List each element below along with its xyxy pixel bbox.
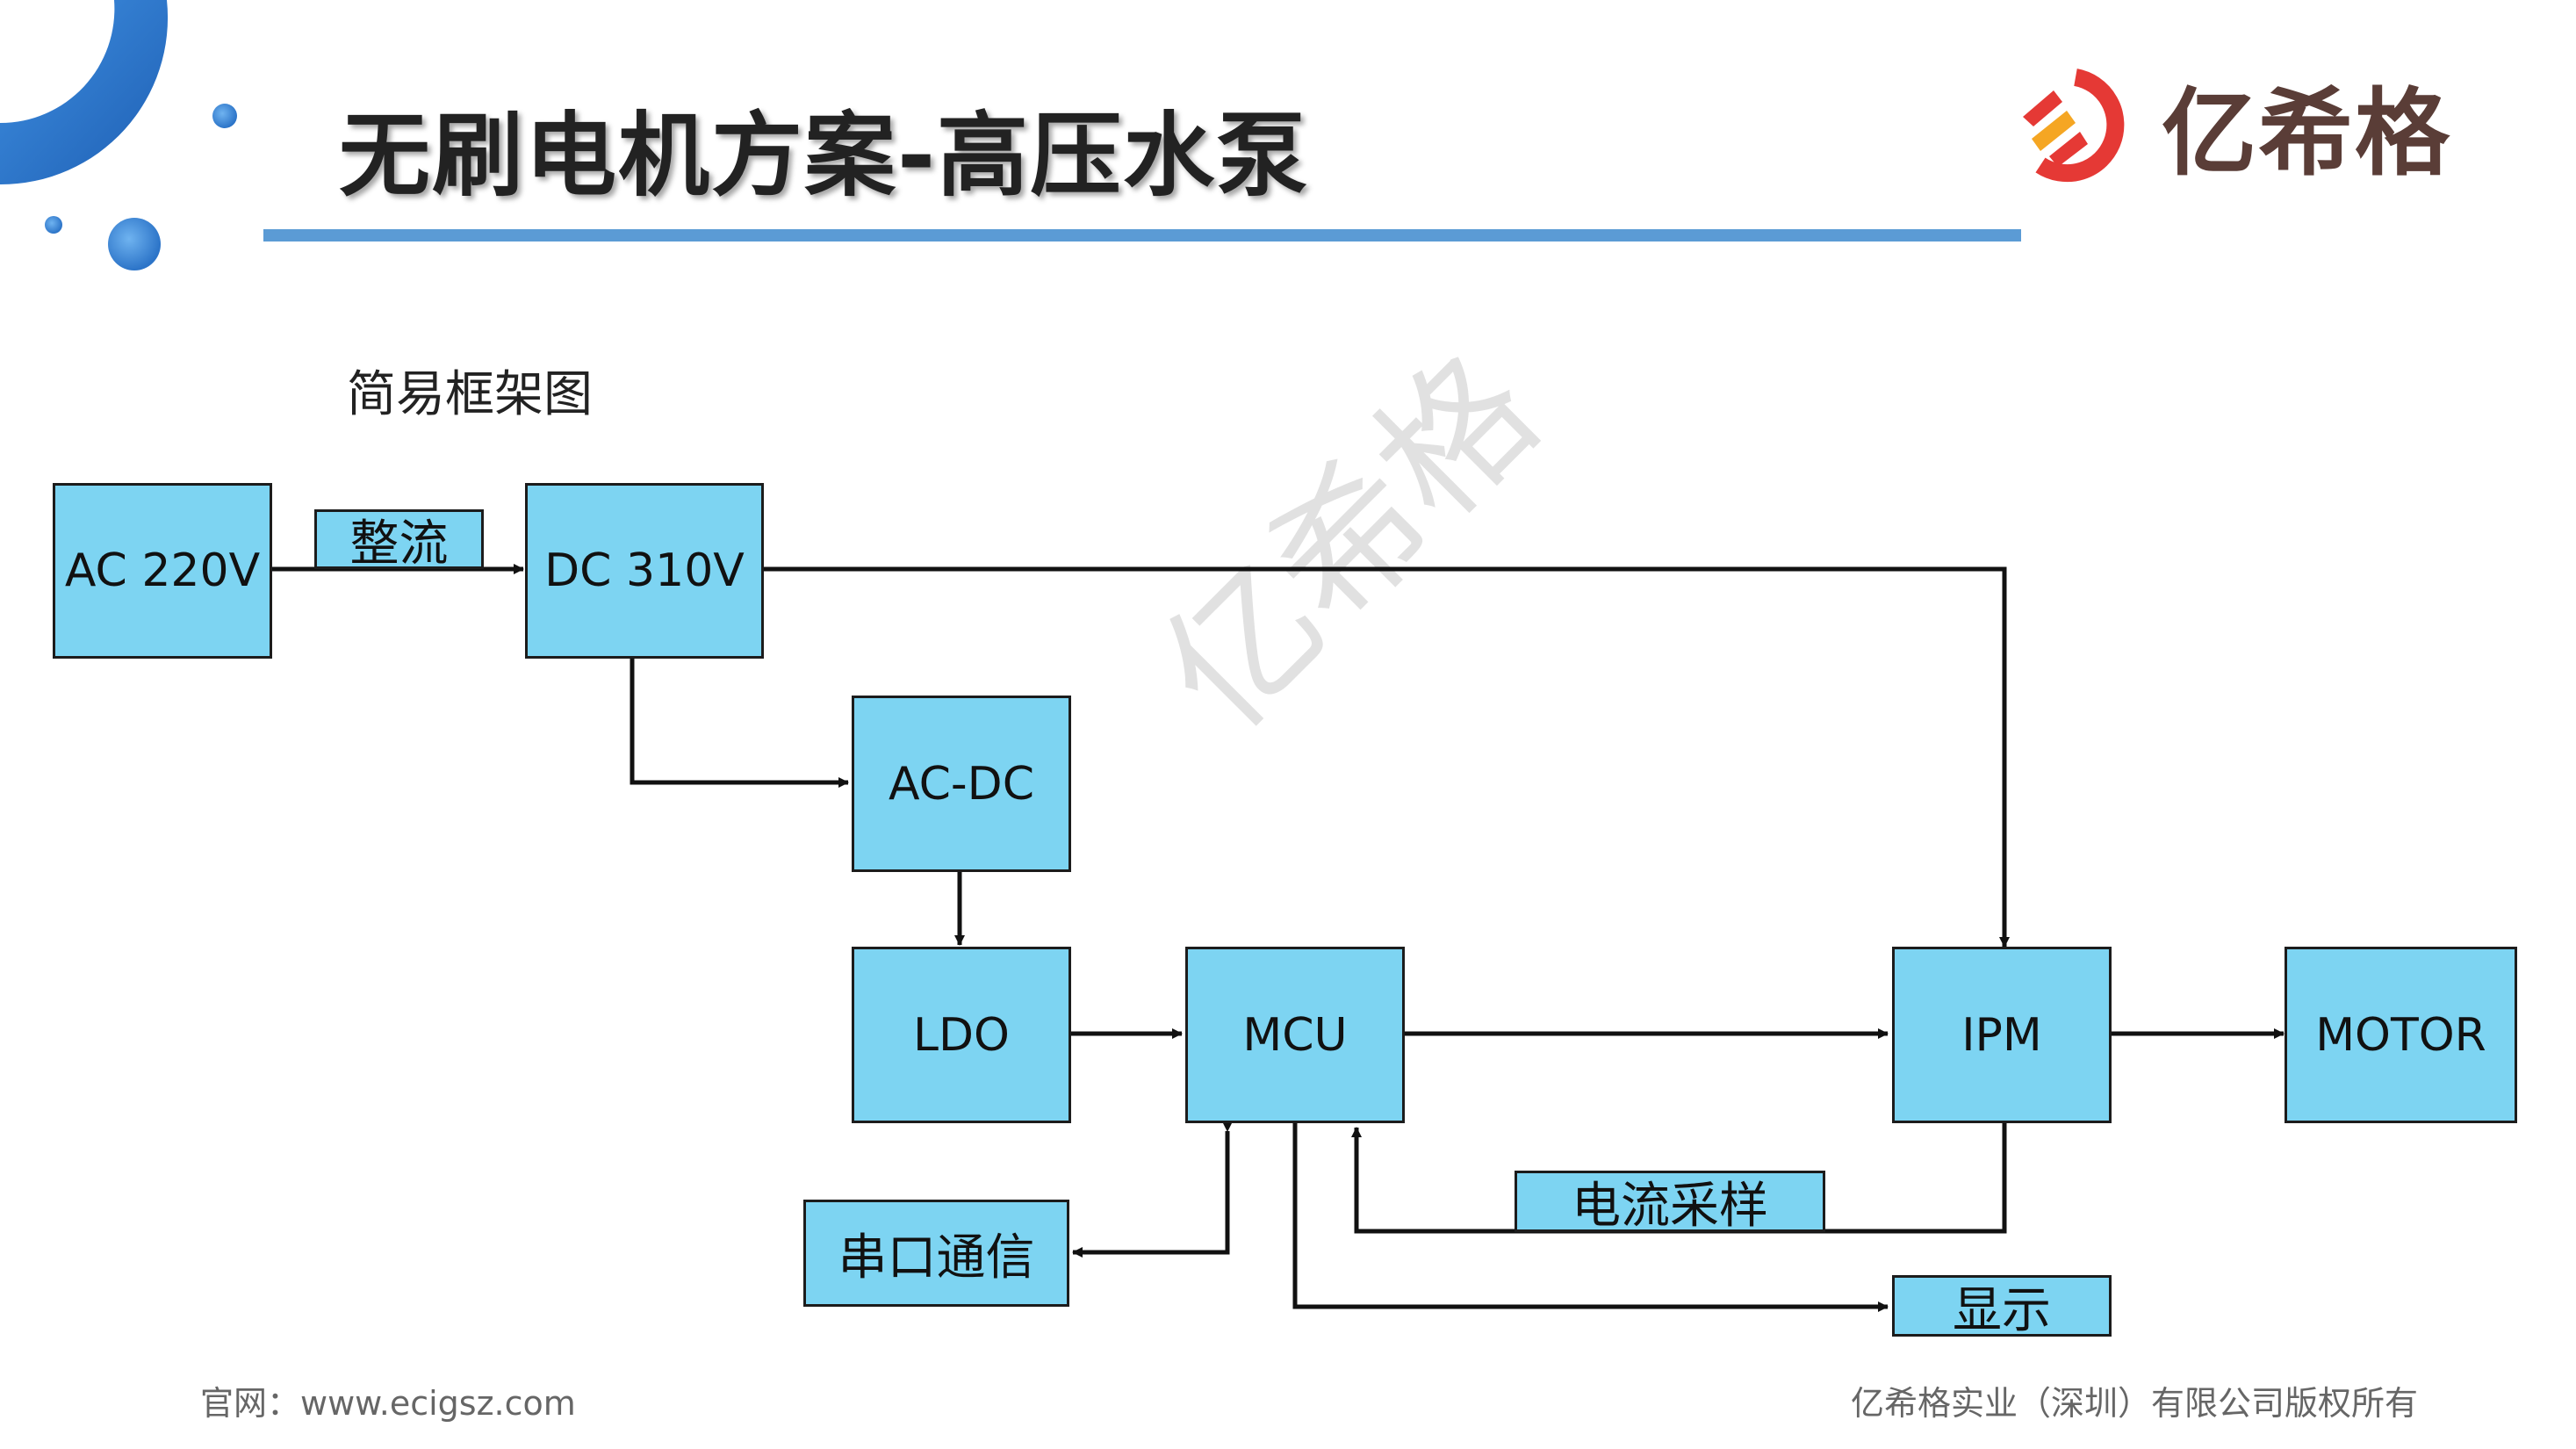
node-motor: MOTOR [2285, 947, 2517, 1123]
decor-dot-small [45, 216, 62, 234]
edge-dc310-ipm [761, 566, 2010, 948]
node-dc-310v: DC 310V [525, 483, 764, 659]
edge-dc310-acdc [630, 656, 849, 788]
node-ldo: LDO [852, 947, 1071, 1123]
node-ac-220v: AC 220V [53, 483, 272, 659]
node-mcu: MCU [1185, 947, 1405, 1123]
decor-dot-large [108, 218, 161, 270]
logo-mark-icon [2023, 68, 2125, 183]
footer-copyright: 亿希格实业（深圳）有限公司版权所有 [1851, 1384, 2419, 1423]
edge-label-rectify: 整流 [314, 509, 484, 573]
logo-text: 亿希格 [2162, 79, 2452, 189]
node-serial-comm: 串口通信 [803, 1200, 1069, 1307]
decor-dot-medium [212, 104, 237, 128]
brand-logo: 亿希格 [2014, 68, 2451, 189]
node-ipm: IPM [1892, 947, 2112, 1123]
edge-label-current-sense: 电流采样 [1515, 1171, 1825, 1235]
decor-arc [0, 0, 169, 185]
diagram-subtitle: 简易框架图 [347, 366, 593, 423]
node-display: 显示 [1892, 1275, 2112, 1339]
edge-mcu-display [1292, 1123, 1889, 1312]
edge-mcu-serial [1072, 1121, 1233, 1258]
footer-website: 官网：www.ecigsz.com [200, 1384, 576, 1423]
title-underline [263, 229, 2021, 242]
page-title: 无刷电机方案-高压水泵 [339, 102, 1310, 209]
node-ac-dc: AC-DC [852, 696, 1071, 872]
